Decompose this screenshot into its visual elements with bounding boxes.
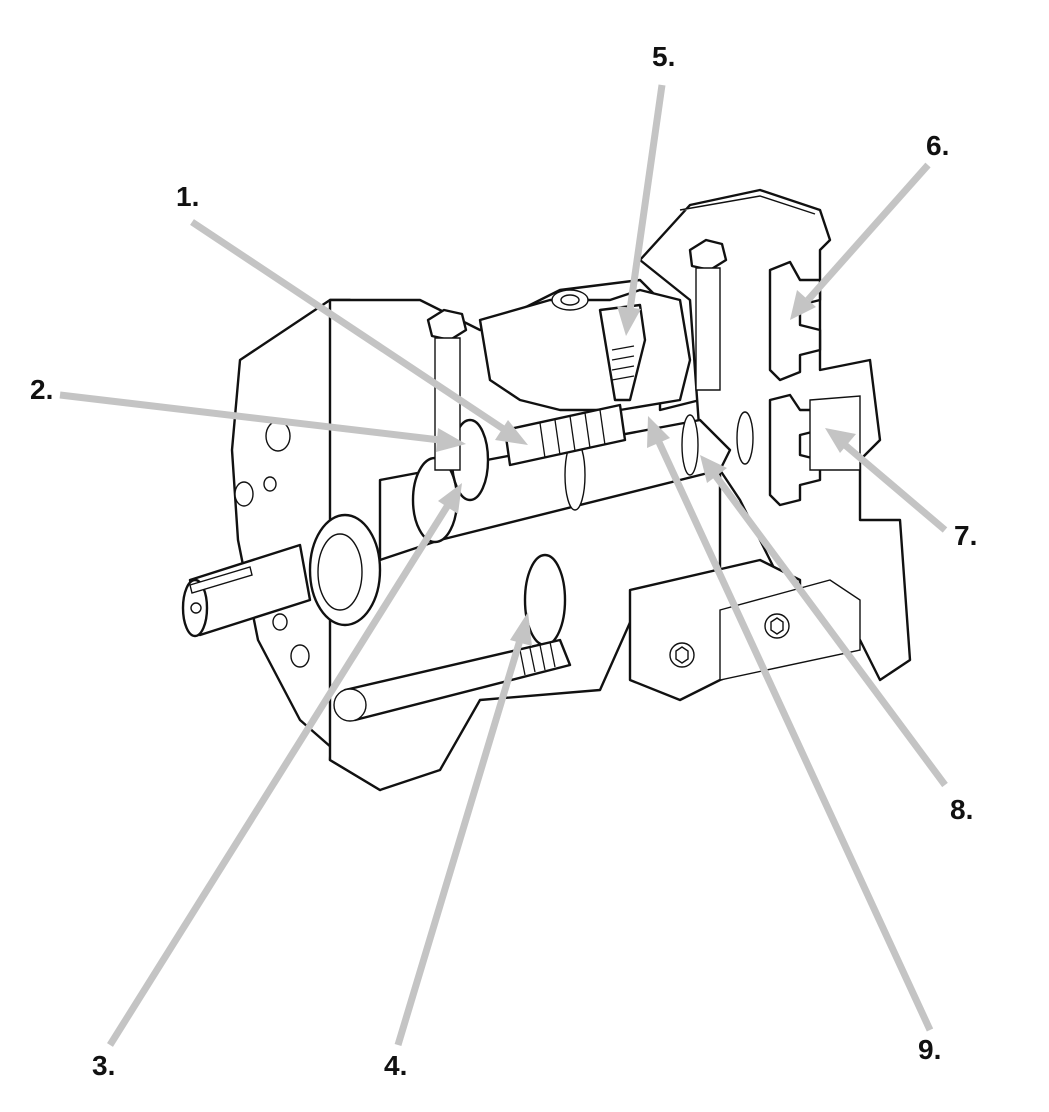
leader-arrowhead-4 — [510, 612, 532, 646]
leader-lines — [59, 84, 948, 1047]
hex-bolt — [688, 238, 728, 272]
flange-bolt-hole — [265, 420, 291, 452]
flange-bolt-hole — [272, 613, 288, 631]
bearing — [523, 553, 567, 647]
leader-line-4 — [394, 638, 524, 1047]
leader-arrowhead-9 — [647, 416, 670, 448]
tie-rod-head — [333, 688, 367, 722]
callout-label-5: 5. — [652, 41, 676, 72]
shaft-collar — [681, 414, 699, 476]
leader-line-8 — [712, 472, 948, 788]
valve-port-inner — [560, 294, 580, 306]
socket-screw-hex — [770, 617, 784, 635]
leader-line-3 — [107, 503, 451, 1047]
flange-bolt-hole — [234, 481, 254, 507]
relief-valve-spring — [611, 345, 635, 381]
leader-arrowhead-2 — [436, 428, 466, 452]
leader-line-7 — [842, 442, 948, 533]
shaft-collar — [736, 411, 754, 465]
callout-label-8: 8. — [950, 794, 974, 825]
callout-label-1: 1. — [176, 181, 200, 212]
valve-block — [478, 288, 692, 412]
hex-bolt — [426, 308, 468, 342]
spool-lands — [539, 409, 606, 459]
leader-arrowhead-1 — [495, 420, 528, 445]
leader-arrowhead-3 — [438, 483, 462, 514]
shaft-center-hole — [190, 602, 202, 614]
leader-line-2 — [59, 391, 441, 444]
callout-label-6: 6. — [926, 130, 950, 161]
leader-arrowhead-8 — [700, 455, 727, 483]
leader-line-6 — [805, 162, 931, 303]
flange-bolt-hole — [263, 476, 277, 492]
leader-arrowhead-5 — [617, 306, 641, 336]
control-spool — [503, 403, 627, 467]
callout-label-4: 4. — [384, 1050, 408, 1081]
tie-rod-thread — [519, 641, 556, 676]
socket-screw-hex — [675, 646, 689, 664]
leader-line-9 — [654, 438, 934, 1032]
flange-bolt-hole — [290, 644, 310, 668]
keyway — [189, 566, 253, 594]
leader-line-1 — [190, 219, 507, 433]
callout-label-3: 3. — [92, 1050, 116, 1081]
callout-label-7: 7. — [954, 520, 978, 551]
leader-arrowhead-7 — [825, 428, 856, 453]
leader-arrowhead-6 — [790, 290, 816, 320]
leader-line-5 — [626, 84, 666, 311]
callout-label-2: 2. — [30, 374, 54, 405]
drive-gear — [768, 260, 822, 382]
bolt-shank — [695, 267, 721, 391]
gear-housing-rim — [679, 195, 816, 215]
callout-label-9: 9. — [918, 1034, 942, 1065]
shaft-seal-inner — [317, 533, 363, 611]
